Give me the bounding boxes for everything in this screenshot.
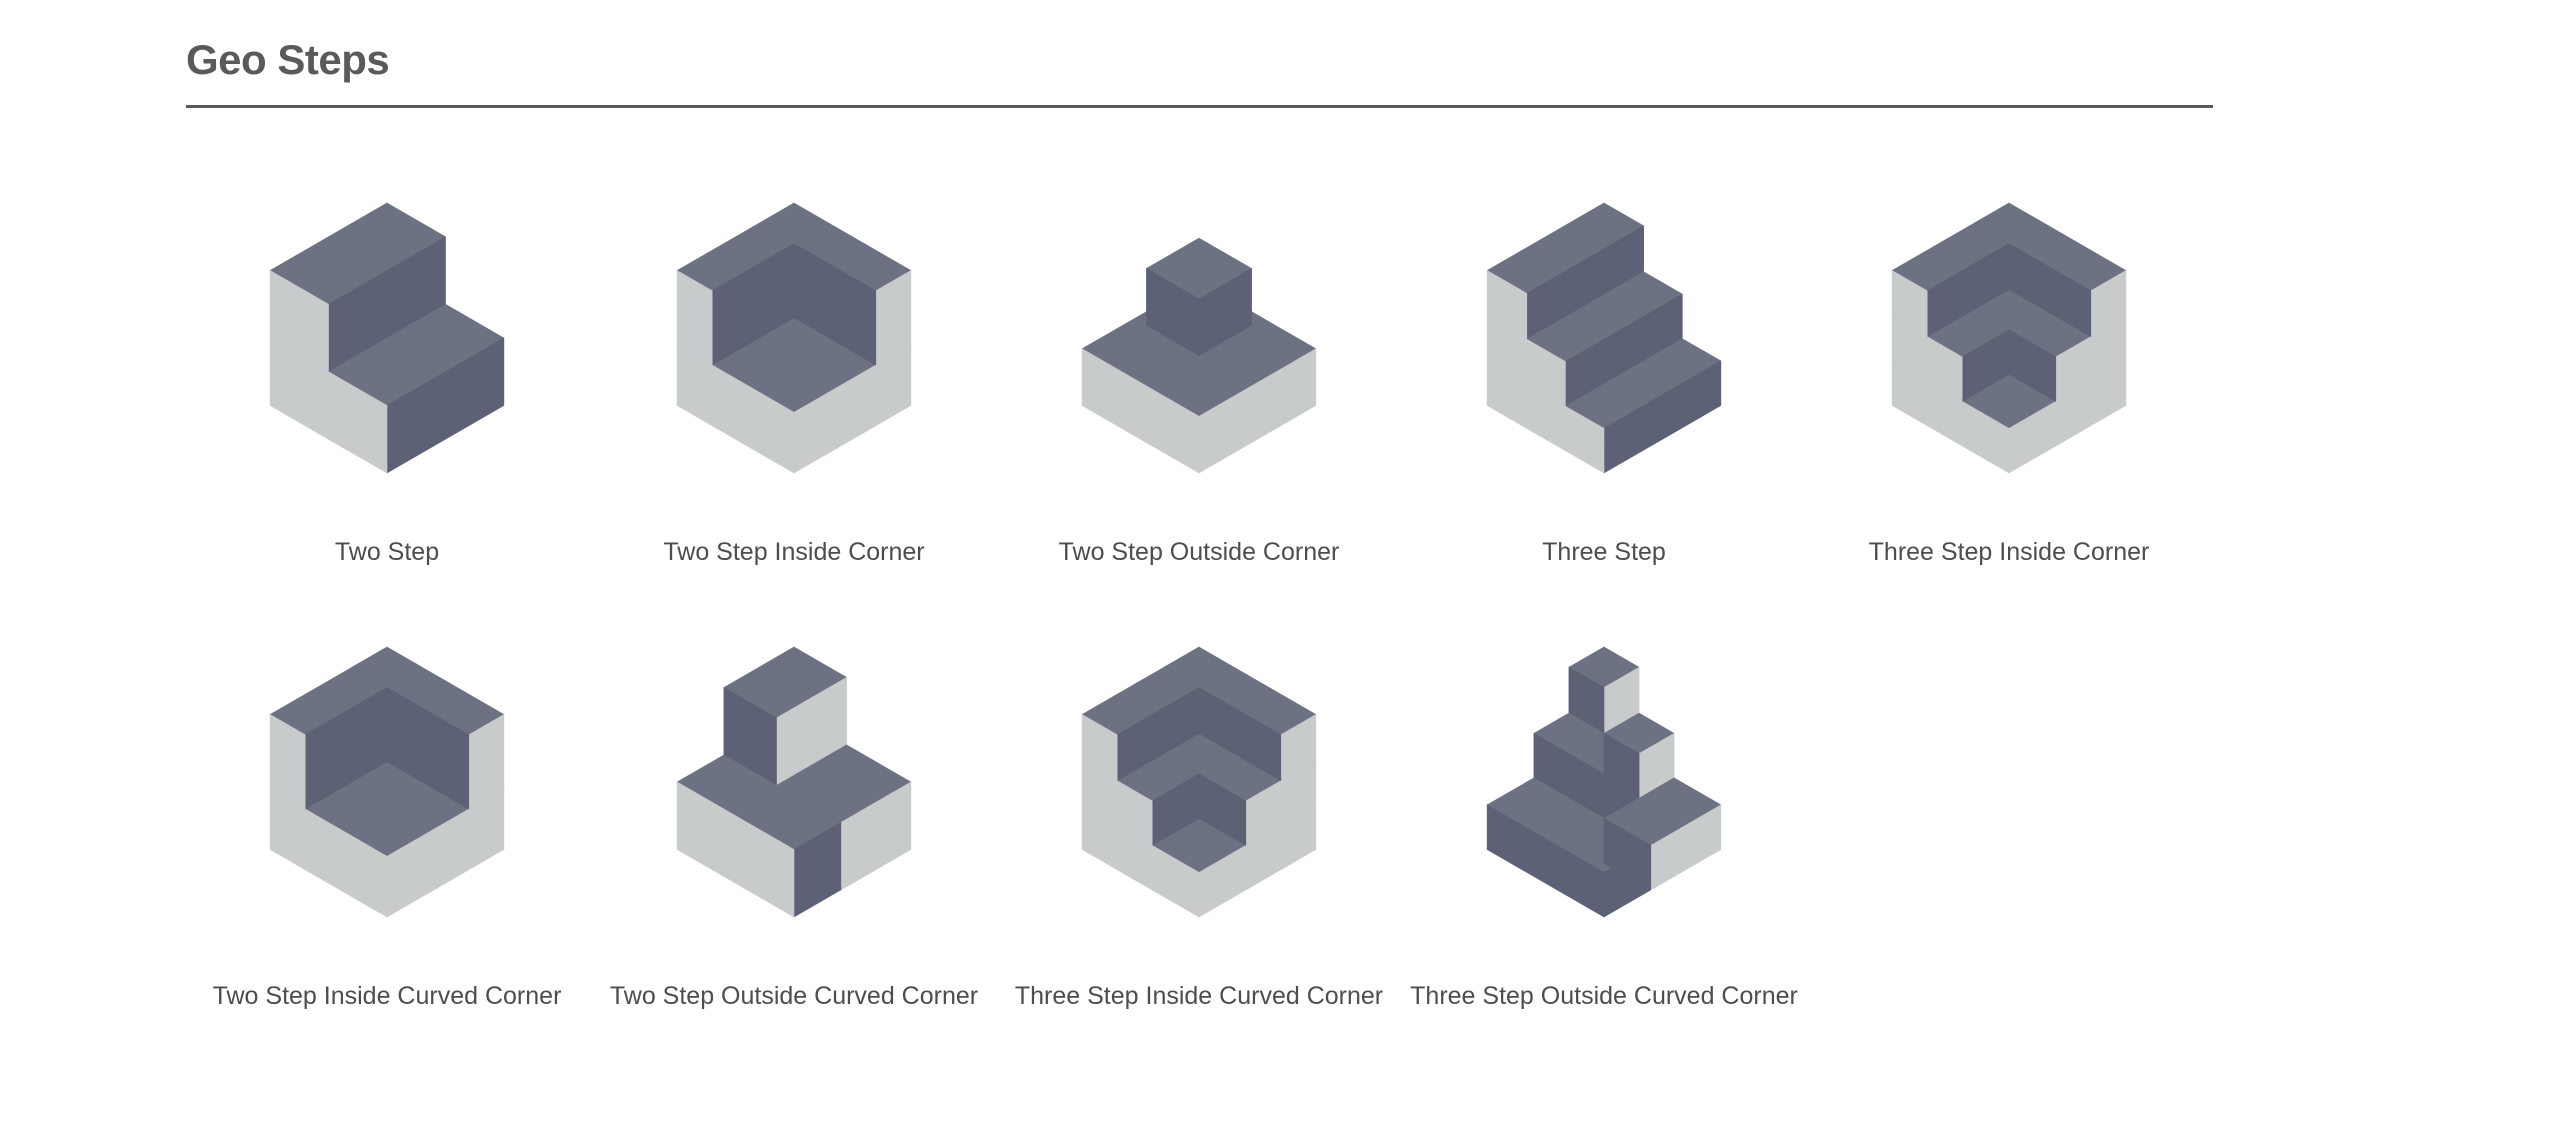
product-label[interactable]: Three Step	[1542, 538, 1666, 566]
product-image	[1486, 646, 1722, 918]
face-left	[1565, 405, 1605, 474]
face-left	[1891, 315, 1963, 402]
face-left	[269, 713, 306, 810]
product-image	[1081, 237, 1317, 474]
product-label[interactable]: Two Step Inside Corner	[663, 538, 925, 566]
face-left	[1081, 759, 1153, 846]
face-left	[328, 371, 388, 474]
product-label[interactable]: Two Step	[334, 538, 440, 566]
product-label[interactable]: Two Step Outside Corner	[1058, 538, 1340, 566]
face-left	[1891, 269, 1928, 338]
face-left	[1603, 817, 1652, 891]
face-left	[1486, 804, 1605, 918]
product-card[interactable]: Three Step Outside Curved Corner	[1404, 632, 1804, 1011]
face-left	[1081, 713, 1118, 782]
product-card[interactable]: Three Step Inside Corner	[1809, 188, 2209, 567]
product-label[interactable]: Three Step Inside Curved Corner	[1014, 982, 1384, 1010]
product-image	[676, 646, 912, 918]
product-card[interactable]: Two Step Inside Corner	[594, 188, 994, 567]
section-title: Geo Steps	[186, 36, 390, 83]
product-image	[269, 202, 505, 474]
face-left	[1081, 348, 1200, 474]
product-card[interactable]: Two Step	[187, 188, 587, 567]
product-card[interactable]: Two Step Outside Curved Corner	[594, 632, 994, 1011]
product-image	[1891, 202, 2127, 474]
product-image	[1081, 646, 1317, 918]
product-label[interactable]: Three Step Outside Curved Corner	[1410, 982, 1798, 1010]
face-left	[1146, 267, 1200, 357]
title-divider	[186, 105, 2213, 108]
face-left	[676, 344, 795, 474]
face-left	[1081, 804, 1200, 918]
product-label[interactable]: Two Step Outside Curved Corner	[609, 982, 979, 1010]
face-left	[1486, 269, 1528, 429]
product-card[interactable]: Two Step Outside Corner	[999, 188, 1399, 567]
product-card[interactable]: Three Step	[1404, 188, 1804, 567]
product-label[interactable]: Three Step Inside Corner	[1868, 538, 2150, 566]
product-image	[1486, 202, 1722, 474]
face-left	[1891, 360, 2010, 474]
product-card[interactable]: Three Step Inside Curved Corner	[999, 632, 1399, 1011]
product-image	[269, 646, 505, 918]
product-label[interactable]: Two Step Inside Curved Corner	[212, 982, 562, 1010]
face-left	[269, 788, 388, 918]
face-left	[676, 781, 795, 918]
product-card[interactable]: Two Step Inside Curved Corner	[187, 632, 587, 1011]
face-left	[676, 269, 713, 366]
product-image	[676, 202, 912, 474]
